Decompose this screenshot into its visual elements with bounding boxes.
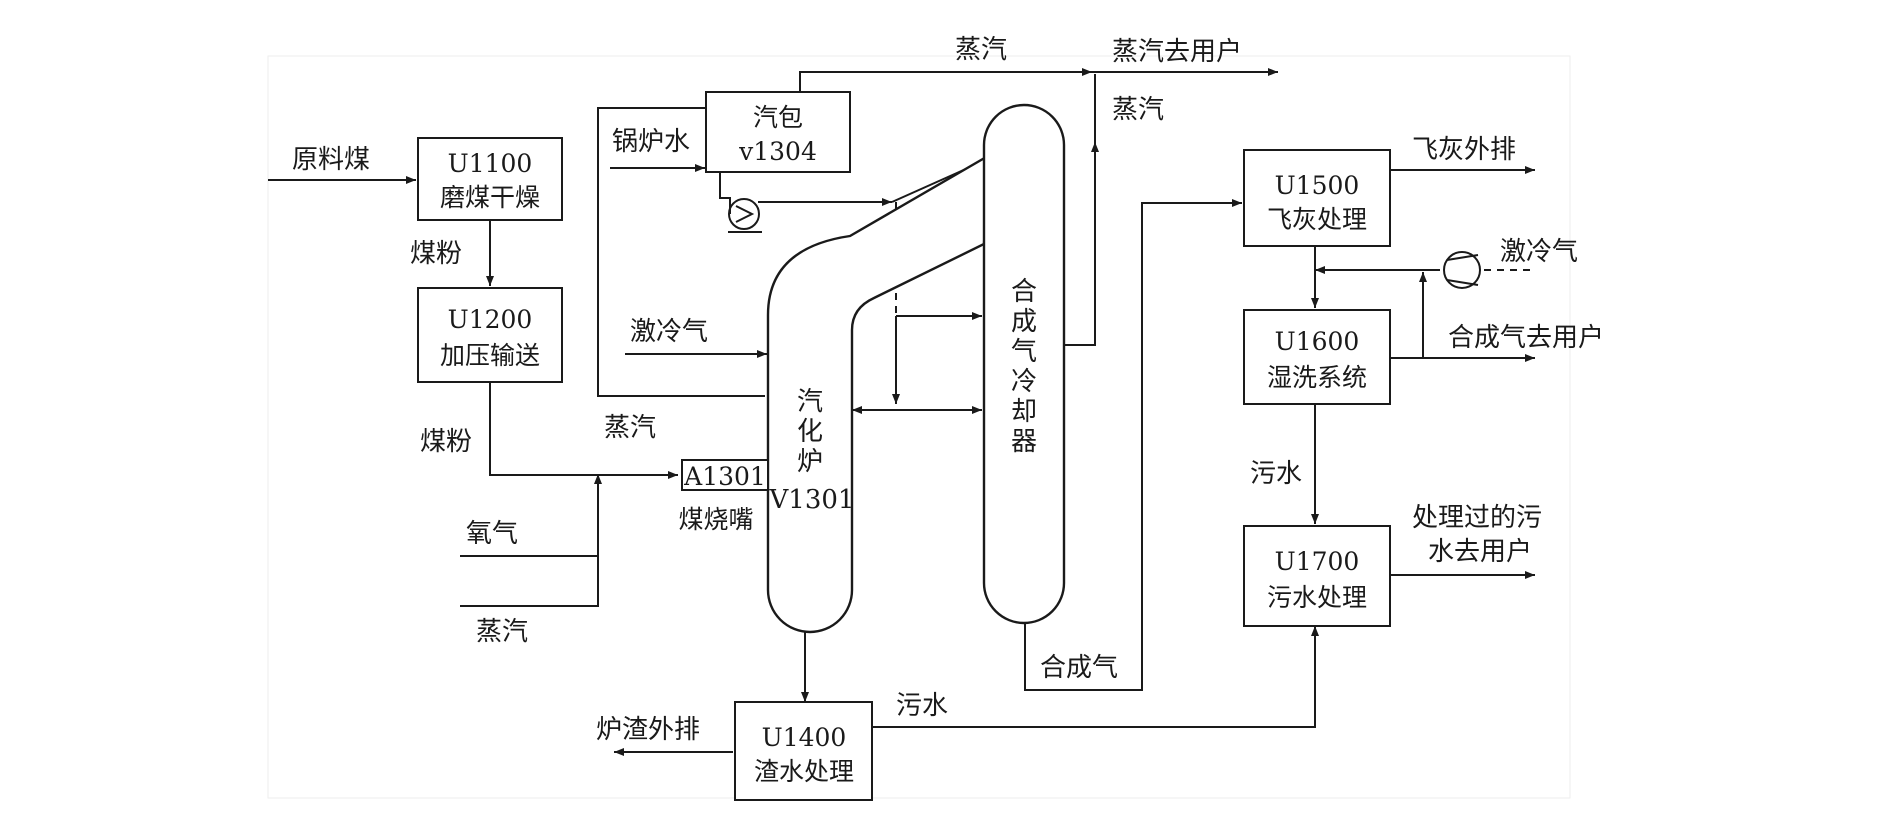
u1600-syngas-line (1390, 272, 1427, 359)
unit-box-u1100 (417, 137, 563, 221)
slag-out-label: 炉渣外排 (596, 715, 700, 745)
coal-powder-label-2: 煤粉 (420, 427, 472, 457)
gasifier-char-1: 汽 (797, 387, 823, 417)
raw-coal-label: 原料煤 (292, 145, 370, 175)
cooler-body (982, 103, 1066, 625)
syngas-to-user-label: 合成气去用户 (1448, 323, 1604, 353)
oxygen-label: 氧气 (466, 519, 518, 549)
drum-steam-line (799, 68, 1092, 94)
quench-gas-right-label: 激冷气 (1500, 237, 1578, 267)
quench-gas-left-label: 激冷气 (630, 317, 708, 347)
u1600-name: 湿洗系统 (1267, 363, 1367, 392)
steam-left-line (597, 107, 765, 397)
cooler-char-6: 器 (1011, 427, 1037, 457)
treated-water-label-2: 水去用户 (1428, 537, 1532, 567)
boiler-water-label: 锅炉水 (612, 127, 690, 157)
syngas-label: 合成气 (1040, 653, 1118, 683)
cooler-char-1: 合 (1011, 277, 1037, 307)
gasifier-body (766, 153, 990, 634)
u1700-code: U1700 (1275, 547, 1360, 576)
unit-box-u1500 (1243, 149, 1391, 247)
unit-box-u1600 (1243, 309, 1391, 405)
cooler-char-3: 气 (1011, 337, 1037, 367)
diagram-frame (267, 55, 1571, 799)
wastewater-label-1: 污水 (1250, 459, 1302, 489)
flow-lines (268, 68, 1535, 756)
drum-name: 汽包 (753, 103, 803, 132)
u1200-name: 加压输送 (440, 341, 540, 370)
unit-box-u1700 (1243, 525, 1391, 627)
steam-left-label: 蒸汽 (604, 413, 656, 443)
compressor-icon (1443, 251, 1481, 289)
unit-box-u1400 (734, 701, 873, 801)
gasifier-char-3: 炉 (797, 447, 823, 477)
u1100-name: 磨煤干燥 (440, 183, 540, 212)
unit-box-u1200 (417, 287, 563, 383)
steam-top-label: 蒸汽 (955, 35, 1007, 65)
u1200-code: U1200 (448, 305, 533, 334)
pump-icon (728, 198, 762, 233)
burner-box-a1301 (681, 459, 769, 491)
wastewater-line-2 (872, 626, 1319, 728)
u1400-name: 渣水处理 (754, 757, 854, 786)
syngas-cooler (982, 103, 1066, 625)
gasifier-code: V1301 (769, 485, 855, 515)
u1500-name: 飞灰处理 (1267, 205, 1367, 234)
gasifier-char-2: 化 (797, 417, 823, 447)
u1100-code: U1100 (448, 149, 533, 178)
cooler-char-4: 冷 (1011, 367, 1037, 397)
drum-code: v1304 (738, 137, 817, 166)
cooler-char-2: 成 (1011, 307, 1037, 337)
pump-suction-line (719, 170, 731, 214)
fly-ash-out-label: 飞灰外排 (1412, 135, 1516, 165)
cooler-char-5: 却 (1011, 397, 1037, 427)
u1500-code: U1500 (1275, 171, 1360, 200)
burner-code: A1301 (683, 462, 766, 491)
coal-powder-label-1: 煤粉 (410, 239, 462, 269)
u1400-code: U1400 (762, 723, 847, 752)
steam-right-label: 蒸汽 (1112, 95, 1164, 125)
coal-powder-line-2 (489, 382, 678, 479)
treated-water-label-1: 处理过的污 (1412, 503, 1542, 533)
wastewater-label-2: 污水 (896, 691, 948, 721)
u1600-code: U1600 (1275, 327, 1360, 356)
u1700-name: 污水处理 (1267, 583, 1367, 612)
burner-name: 煤烧嘴 (678, 505, 753, 534)
steam-bottom-label: 蒸汽 (476, 617, 528, 647)
cooler-steam-line (1062, 142, 1099, 346)
syngas-line (1024, 199, 1242, 691)
steam-to-user-label: 蒸汽去用户 (1112, 37, 1242, 67)
gasifier-v1301 (766, 153, 990, 634)
drum-box-v1304 (705, 91, 851, 173)
